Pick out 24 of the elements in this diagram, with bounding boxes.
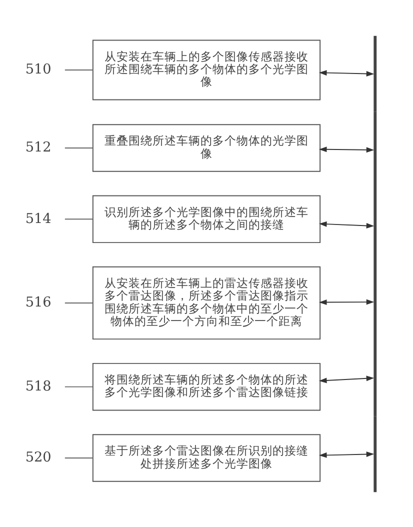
node-box: 从安装在所述车辆上的雷达传感器接收多个雷达图像，所述多个雷达图像指示围绕所述车辆的多个物体中的至少一个物体的至少一个方向和至少一个距离: [92, 266, 321, 340]
arrow: [318, 70, 374, 76]
arrow: [318, 375, 374, 383]
connector: [64, 69, 94, 70]
connector: [64, 386, 94, 387]
node-text: 516: [25, 294, 52, 310]
node-text: 510: [25, 61, 52, 78]
node-text: 518: [25, 378, 52, 394]
arrow: [318, 220, 374, 228]
node-text: 514: [25, 210, 52, 226]
connector: [64, 218, 94, 220]
arrow: [318, 298, 374, 305]
node-text: 512: [25, 139, 52, 156]
node-box: 重叠围绕所述车辆的多个物体的光学图像: [92, 124, 321, 172]
node-box: 识别所述多个光学图像中的围绕所述车辆的所述多个物体之间的接缝: [92, 194, 321, 243]
node-box: 将围绕所述车辆的所述多个物体的所述多个光学图像和所述多个雷达图像链接: [92, 362, 321, 410]
node-text: 520: [25, 449, 52, 466]
connector: [64, 302, 94, 303]
connector: [64, 457, 94, 458]
arrow: [318, 451, 374, 458]
node-box: 基于所述多个雷达图像在所识别的接缝处拼接所述多个光学图像: [92, 434, 321, 482]
arrow: [318, 146, 374, 152]
connector: [64, 147, 94, 148]
node-box: 从安装在车辆上的多个图像传感器接收所述围绕车辆的多个物体的多个光学图像: [92, 39, 321, 100]
